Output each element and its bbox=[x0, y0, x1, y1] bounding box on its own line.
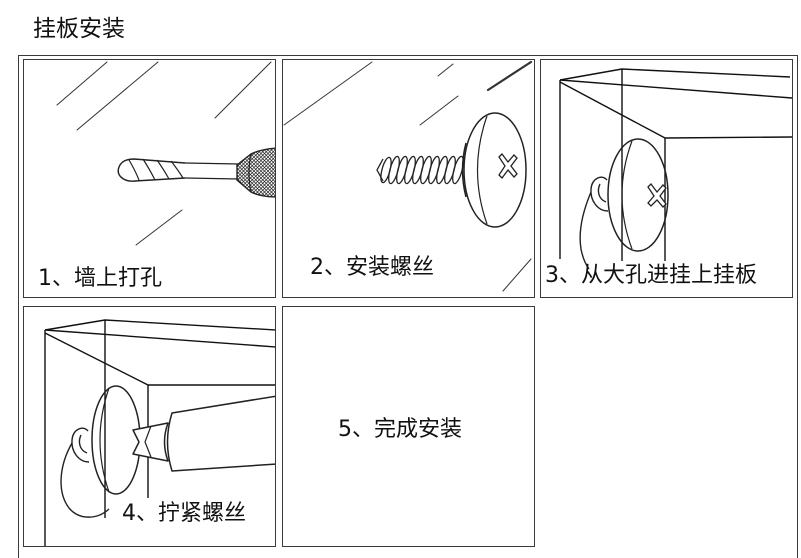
screw-dome bbox=[463, 112, 527, 228]
phillips-recess bbox=[498, 153, 518, 179]
page-title: 挂板安装 bbox=[33, 16, 125, 42]
board-edge bbox=[559, 68, 791, 81]
hook-tail bbox=[60, 442, 110, 518]
hook-inner bbox=[597, 183, 607, 203]
screw-rim bbox=[476, 115, 488, 225]
hook-loop bbox=[71, 427, 90, 463]
screw-head bbox=[607, 138, 669, 252]
screwdriver-tip bbox=[132, 422, 169, 462]
step-label-2: 2、安装螺丝 bbox=[310, 255, 434, 280]
thread-coil bbox=[396, 155, 408, 185]
glare-line-thick bbox=[486, 60, 533, 92]
thread-coil bbox=[388, 155, 400, 185]
step-panel-5: 5、完成安装 bbox=[282, 306, 535, 547]
thread-coil bbox=[412, 155, 424, 185]
screw-thread bbox=[376, 155, 464, 185]
glare-line bbox=[135, 209, 183, 246]
drill-chuck-edge bbox=[248, 153, 252, 193]
drill-shank bbox=[184, 162, 240, 180]
step-panel-3: 3、从大孔进挂上挂板 bbox=[540, 59, 793, 298]
drill-bit bbox=[117, 158, 240, 182]
thread-coil bbox=[420, 155, 432, 185]
hook-tail bbox=[579, 191, 592, 270]
thread-coil bbox=[404, 155, 416, 185]
phillips-recess bbox=[647, 183, 667, 208]
screw-head bbox=[91, 385, 141, 495]
drill-icon bbox=[56, 61, 275, 246]
board-edge bbox=[44, 319, 275, 331]
glare-line bbox=[214, 61, 272, 119]
hanging-board-edges bbox=[44, 319, 275, 546]
board-edge bbox=[44, 332, 275, 386]
screwdriver bbox=[132, 395, 275, 472]
thread-coil bbox=[428, 155, 440, 185]
screwdriver-icon bbox=[44, 319, 275, 546]
glare-line bbox=[56, 61, 108, 106]
hook-loop bbox=[590, 176, 609, 212]
step-label-3: 3、从大孔进挂上挂板 bbox=[545, 263, 757, 288]
board-edge bbox=[44, 329, 275, 348]
hanging-board-edges bbox=[559, 68, 792, 261]
drill-bit-flutes bbox=[128, 158, 184, 181]
drill-chuck-body bbox=[236, 147, 275, 198]
step-panel-1: 1、墙上打孔 bbox=[23, 59, 276, 298]
glare-line bbox=[76, 61, 159, 131]
drill-chuck bbox=[236, 147, 275, 198]
screwdriver-tip-blade bbox=[144, 425, 152, 458]
wall-glare-lines bbox=[56, 61, 272, 246]
hanging-board-icon bbox=[559, 68, 792, 270]
glare-line bbox=[419, 95, 459, 126]
bracket-hook bbox=[579, 176, 609, 270]
drill-bit-outline bbox=[117, 158, 186, 182]
screw-rim bbox=[99, 387, 110, 493]
screw-dome bbox=[607, 138, 669, 252]
screw-icon bbox=[283, 60, 533, 292]
instruction-frame bbox=[18, 55, 798, 558]
bracket-hook bbox=[60, 427, 110, 518]
board-edge bbox=[559, 81, 792, 139]
glare-line bbox=[437, 63, 454, 77]
step-panel-2: 2、安装螺丝 bbox=[282, 59, 535, 298]
thread-coil bbox=[436, 155, 448, 185]
step-panel-4: 4、拧紧螺丝 bbox=[23, 306, 276, 547]
thread-coil bbox=[380, 156, 392, 184]
board-edge bbox=[559, 79, 792, 99]
step-label-5: 5、完成安装 bbox=[338, 417, 462, 442]
screwdriver-shaft bbox=[166, 395, 275, 472]
glare-line bbox=[283, 61, 373, 126]
screw-neck bbox=[461, 142, 467, 198]
step-label-4: 4、拧紧螺丝 bbox=[122, 501, 246, 526]
step-label-1: 1、墙上打孔 bbox=[38, 266, 162, 291]
screw-dome bbox=[91, 385, 141, 495]
screw-rim bbox=[621, 140, 633, 250]
wall-glare-lines bbox=[283, 60, 533, 292]
screw-head bbox=[461, 112, 527, 228]
thread-coil bbox=[444, 155, 456, 185]
glare-line bbox=[502, 258, 532, 292]
hook-inner bbox=[78, 434, 88, 454]
